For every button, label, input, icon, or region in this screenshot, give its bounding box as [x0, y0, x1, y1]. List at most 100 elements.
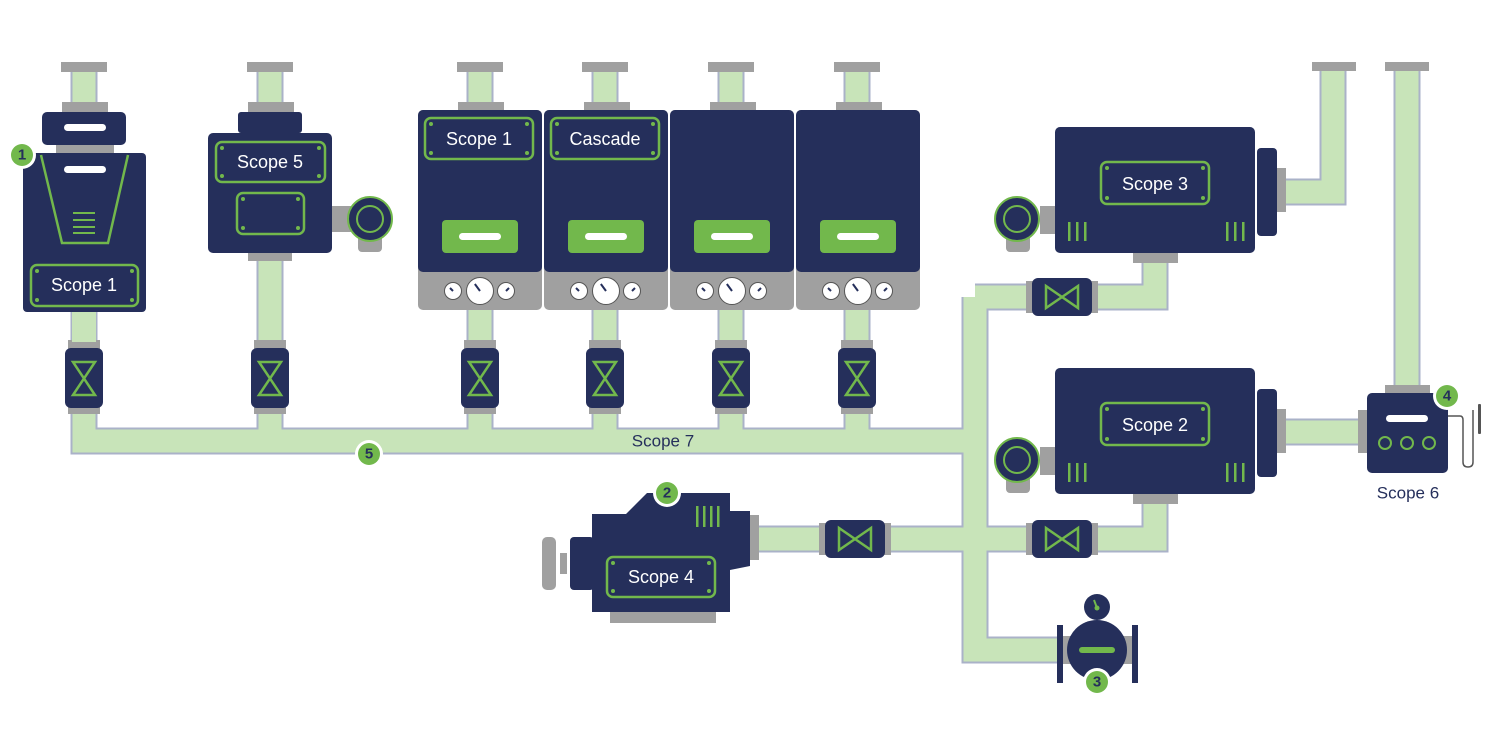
plate-screw — [220, 146, 224, 150]
motor-wheel — [542, 537, 556, 590]
plate-screw — [1105, 407, 1109, 411]
label-plate — [235, 191, 306, 236]
valve-cap — [841, 404, 873, 414]
controller-body — [1367, 393, 1448, 473]
pipe-flange — [834, 62, 880, 72]
gauge-needle — [474, 283, 481, 292]
badge-4: 4 — [1433, 382, 1461, 410]
plate-screw — [1105, 166, 1109, 170]
vent-line — [73, 219, 95, 221]
sensor-head — [994, 196, 1040, 242]
pipe-flange — [708, 62, 754, 72]
vent-line — [73, 232, 95, 234]
label-plate — [605, 555, 717, 599]
label-plate — [423, 116, 535, 161]
gauge-needle — [726, 283, 733, 292]
plate-screw — [220, 174, 224, 178]
indicator-bar — [1386, 415, 1428, 422]
meter-flange — [1057, 625, 1063, 683]
badge-3: 3 — [1083, 668, 1111, 696]
indicator-bar — [459, 233, 501, 240]
connector — [1277, 409, 1286, 453]
valve-icon — [70, 360, 98, 397]
valve-cap — [715, 340, 747, 350]
pipe-flange — [582, 62, 628, 72]
valve-cap — [1088, 281, 1098, 313]
badge-5: 5 — [355, 440, 383, 468]
plate-screw — [1201, 196, 1205, 200]
boiler-hood — [39, 154, 130, 245]
motor-cap — [570, 537, 594, 590]
svg-text:2: 2 — [663, 485, 671, 502]
indicator-bar — [711, 233, 753, 240]
motor-shaft — [560, 553, 567, 574]
valve-cap — [841, 340, 873, 350]
pipe — [848, 310, 868, 340]
plate-screw — [1105, 196, 1109, 200]
label-plate — [1099, 160, 1211, 206]
valve-cap — [819, 523, 829, 555]
gauge-needle — [600, 283, 607, 292]
pipe-flange — [1385, 62, 1429, 71]
valve-cap — [254, 404, 286, 414]
scope5-label: Scope 5 — [237, 152, 303, 172]
vent-line — [1234, 222, 1237, 241]
pipe — [596, 310, 616, 340]
badge-1: 1 — [8, 141, 36, 169]
plate-screw — [707, 561, 711, 565]
pump-body — [1055, 368, 1255, 494]
indicator-bar — [837, 233, 879, 240]
pipe — [722, 310, 742, 340]
valve-icon — [256, 360, 284, 397]
vent-line — [1084, 463, 1087, 482]
indicator-bar — [585, 233, 627, 240]
gauge-needle — [449, 287, 454, 292]
connector — [248, 102, 294, 114]
scope3-label: Scope 3 — [1122, 174, 1188, 194]
boiler-a-label: Scope 1 — [446, 129, 512, 149]
vent-line — [73, 226, 95, 228]
plate-screw — [707, 589, 711, 593]
valve-icon — [843, 360, 871, 397]
scope4-label: Scope 4 — [628, 567, 694, 587]
valve-cap — [715, 404, 747, 414]
gauge-needle — [575, 287, 580, 292]
connector — [584, 102, 630, 112]
valve-icon — [466, 360, 494, 397]
pipe — [963, 297, 1070, 662]
boiler-b-label: Cascade — [569, 129, 640, 149]
valve-icon — [1044, 525, 1080, 553]
connector — [1277, 168, 1286, 212]
valve-cap — [254, 340, 286, 350]
pipe — [72, 312, 96, 342]
sensor-ring — [1003, 205, 1031, 233]
controller-led — [1400, 436, 1414, 450]
vent-line — [1226, 222, 1229, 241]
gauge-needle — [505, 287, 510, 292]
vent-line — [1076, 222, 1079, 241]
plate-screw — [525, 151, 529, 155]
plate-screw — [525, 122, 529, 126]
controller-led — [1378, 436, 1392, 450]
valve-icon — [837, 525, 873, 553]
plate-screw — [429, 122, 433, 126]
indicator-bar — [64, 124, 106, 131]
connector — [56, 145, 114, 155]
vent-line — [710, 506, 713, 527]
connector — [710, 102, 756, 112]
svg-text:5: 5 — [365, 446, 373, 463]
vent-line — [1068, 463, 1071, 482]
meter-neck — [1092, 628, 1102, 636]
connector — [248, 253, 292, 261]
vent-line — [1068, 222, 1071, 241]
plate-screw — [1201, 166, 1205, 170]
dial-pivot — [1094, 605, 1100, 611]
valve-icon — [717, 360, 745, 397]
sensor-head — [994, 437, 1040, 483]
plate-screw — [1105, 437, 1109, 441]
scope2-label: Scope 2 — [1122, 415, 1188, 435]
connector — [1133, 253, 1178, 263]
boiler-left-label: Scope 1 — [51, 275, 117, 295]
badge-2: 2 — [653, 479, 681, 507]
